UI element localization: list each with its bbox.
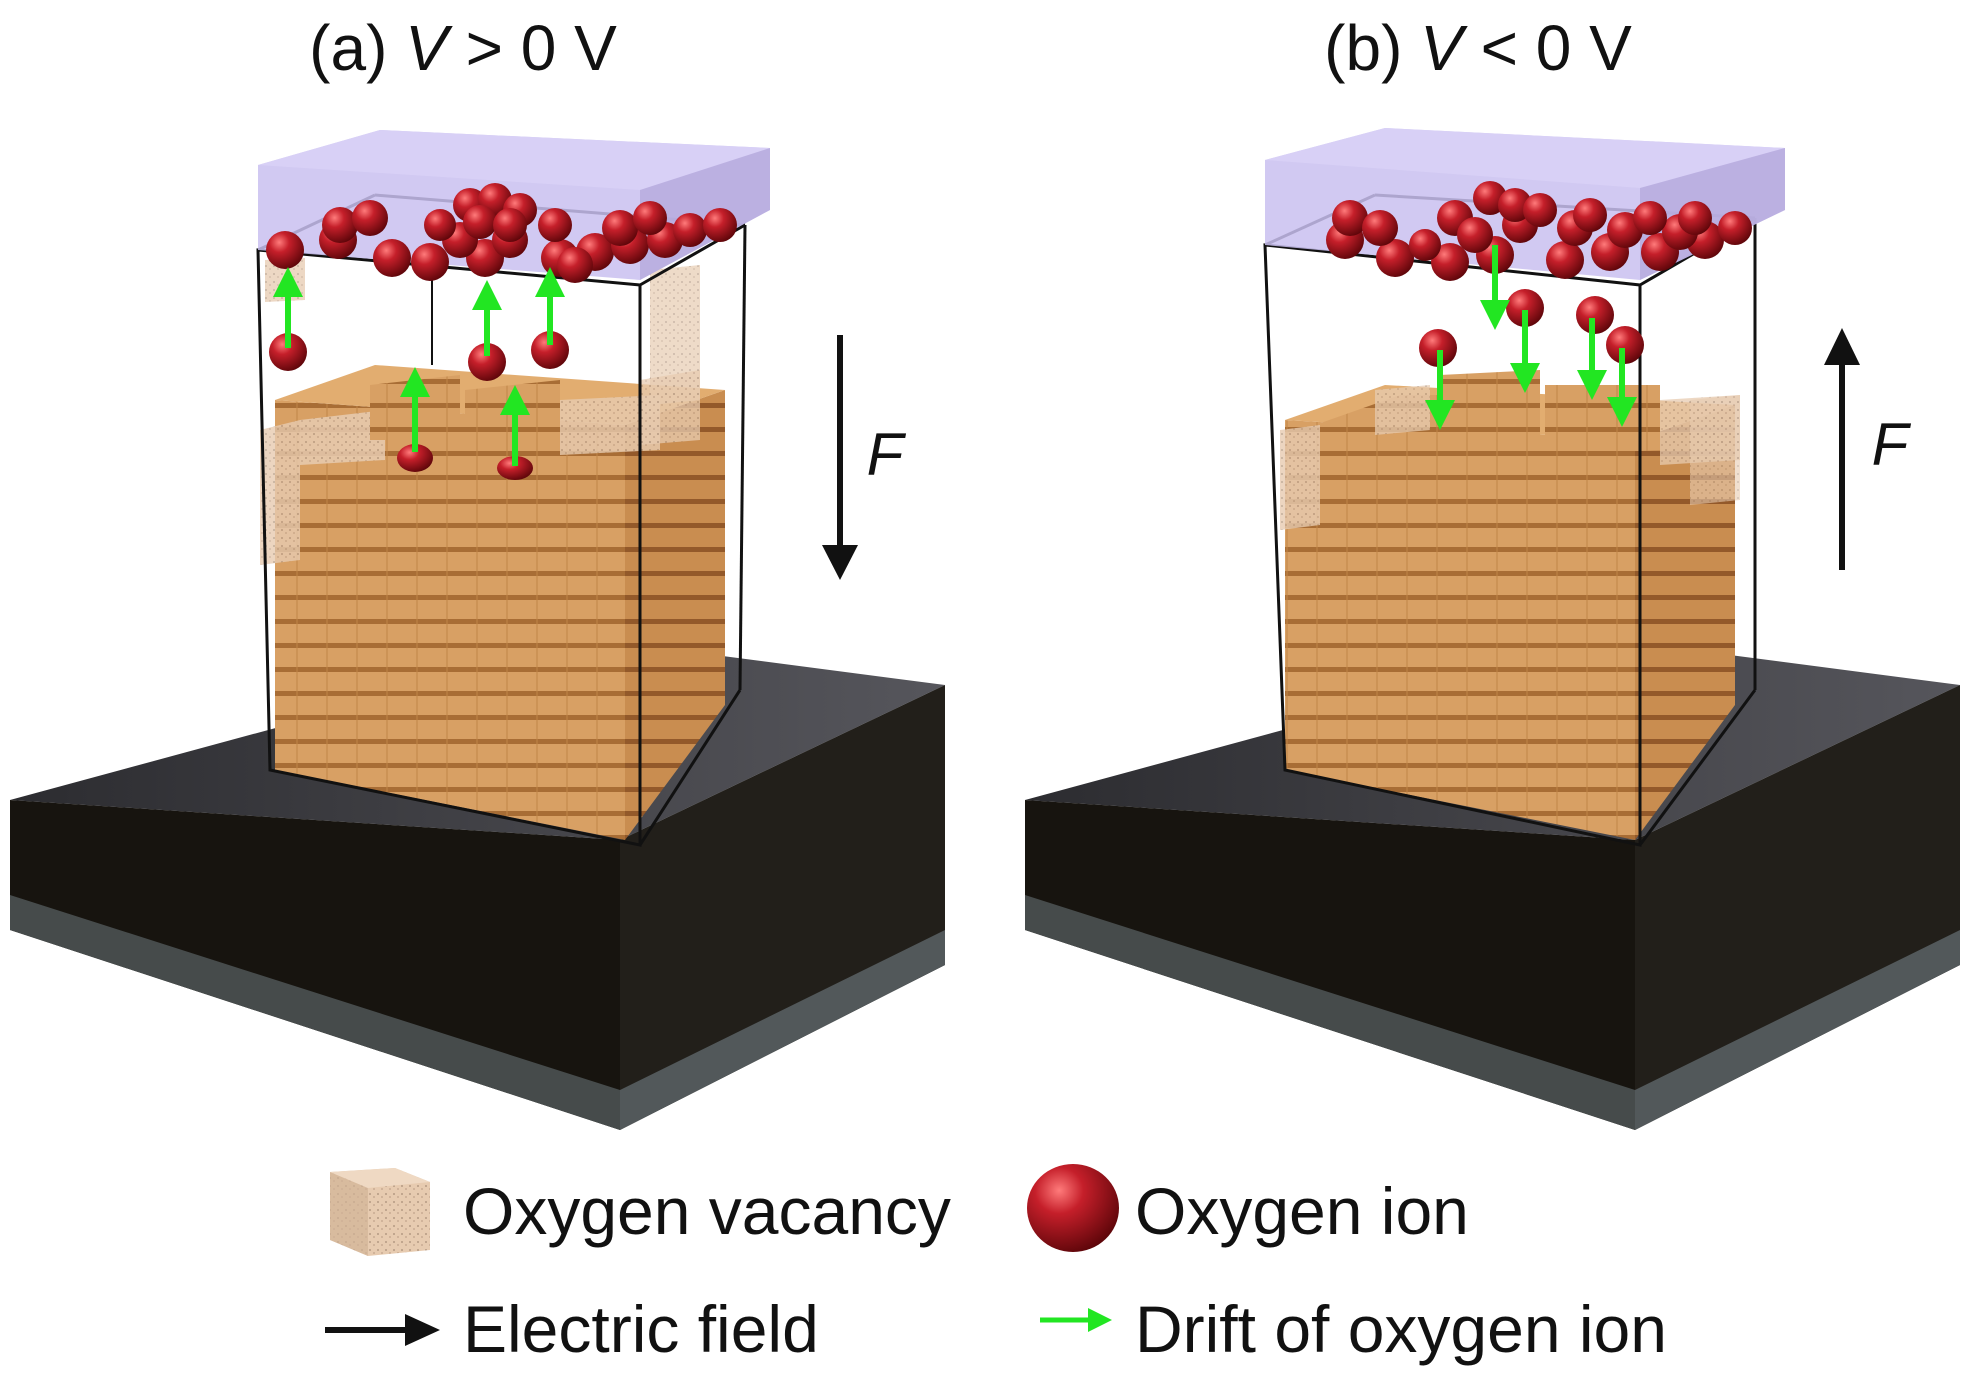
legend-vacancy-swatch [330, 1168, 430, 1256]
legend-drift-arrow [1040, 1308, 1112, 1332]
bottom-electrode [10, 640, 945, 1130]
drifting-ions [1419, 289, 1644, 367]
top-ion-layer [266, 183, 737, 283]
legend-ion-label: Oxygen ion [1135, 1174, 1469, 1248]
field-label-a: F [867, 421, 907, 488]
drift-arrows-down [1425, 245, 1637, 430]
legend-field-arrow [325, 1314, 440, 1346]
panel-b-title: (b) V < 0 V [1324, 12, 1632, 84]
top-ion-layer [1326, 181, 1752, 281]
drifting-ions [269, 331, 569, 480]
legend-drift-label: Drift of oxygen ion [1135, 1292, 1667, 1366]
electric-field-arrow-up [1824, 328, 1860, 570]
legend-field-label: Electric field [463, 1292, 819, 1366]
legend-ion-swatch [1027, 1164, 1119, 1252]
panel-b: (b) V < 0 V [1025, 12, 1960, 1130]
panel-a: (a) V > 0 V [10, 12, 945, 1130]
field-label-b: F [1872, 411, 1912, 478]
legend: Oxygen vacancy Oxygen ion Electric field… [325, 1164, 1667, 1366]
legend-vacancy-label: Oxygen vacancy [463, 1174, 951, 1248]
drift-arrows-up [273, 267, 565, 466]
electric-field-arrow-down [822, 335, 858, 580]
panel-a-title: (a) V > 0 V [309, 12, 617, 84]
vacancy-filament [1280, 370, 1740, 840]
